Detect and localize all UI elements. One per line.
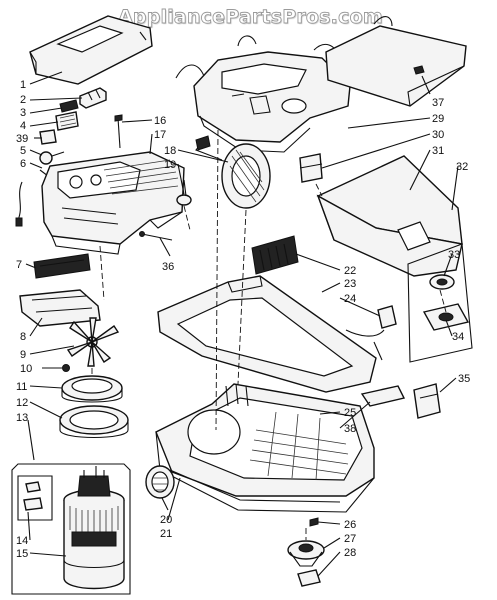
callout-1: 1 [20,79,26,91]
part-19-roller [176,179,192,206]
part-4-switch [55,111,79,131]
callout-31: 31 [432,145,444,157]
callout-25: 25 [344,407,356,419]
part-39-block [39,129,57,145]
callout-32: 32 [456,161,468,173]
part-14-brush [23,481,43,511]
part-29-handle-housing [175,16,393,153]
part-28-roller [297,569,321,587]
callout-10: 10 [20,363,32,375]
callout-15: 15 [16,548,28,560]
callout-3: 3 [20,107,26,119]
part-34-bag-collar [422,303,470,331]
alignment-lines [91,129,447,540]
callout-2: 2 [20,94,26,106]
part-13-motor-box [11,463,131,595]
part-23-bumper-frame [157,275,377,393]
callout-8: 8 [20,331,26,343]
callout-11: 11 [16,381,27,393]
part-20-wheel [145,465,175,499]
callout-22: 22 [344,265,356,277]
callout-26: 26 [344,519,356,531]
callout-33: 33 [448,249,460,261]
part-15-motor [63,466,125,590]
part-24-clip [345,305,397,361]
callout-6: 6 [20,158,26,170]
part-37-filter-cover [325,25,467,107]
callout-13: 13 [16,412,28,424]
part-26-small-clip [309,517,319,527]
callout-4: 4 [20,120,26,132]
callout-9: 9 [20,349,26,361]
callout-39: 39 [16,133,28,145]
part-9-fan [66,317,120,367]
callout-24: 24 [344,293,356,305]
part-21-base-housing [155,383,375,513]
part-1-top-cover [29,15,153,85]
part-5-knob [39,151,65,165]
part-32-dust-bag [316,194,463,277]
callout-16: 16 [154,115,166,127]
callout-7: 7 [16,259,22,271]
part-7-filter [33,253,91,279]
callout-34: 34 [452,331,464,343]
part-8-plate [19,289,101,327]
part-22-vent-grille [251,235,299,275]
part-18-cord-reel [195,135,271,209]
callout-37: 37 [432,97,444,109]
callout-21: 21 [160,528,172,540]
part-16-screw [114,114,123,149]
part-38-bumper-trim [360,385,406,407]
bag-panel-outline [407,243,473,363]
leader-lines [25,71,459,577]
callout-23: 23 [344,278,356,290]
callout-35: 35 [458,373,470,385]
part-2-bracket [79,87,107,109]
part-10-nut [62,364,70,372]
part-30-bracket [299,153,323,183]
callout-12: 12 [16,397,28,409]
part-35-latch [413,383,441,419]
part-27-caster [287,540,325,567]
watermark: AppliancePartsPros.com [118,6,384,29]
part-12-gasket [59,405,129,439]
callout-27: 27 [344,533,356,545]
callout-labels: 1 2 3 4 39 5 6 7 8 9 10 11 12 13 14 15 1… [16,79,470,560]
callout-5: 5 [20,145,26,157]
part-33-grommet [429,274,455,290]
callout-14: 14 [16,535,28,547]
callout-20: 20 [160,514,172,526]
part-36-screw [139,231,173,241]
callout-30: 30 [432,129,444,141]
callout-29: 29 [432,113,444,125]
part-11-ring [61,375,123,403]
callout-19: 19 [164,159,176,171]
callout-17: 17 [154,129,166,141]
callout-28: 28 [344,547,356,559]
part-3-clip [59,99,79,113]
callout-18: 18 [164,145,176,157]
callout-36: 36 [162,261,174,273]
callout-38: 38 [344,423,356,435]
part-17-motor-housing [41,151,185,255]
